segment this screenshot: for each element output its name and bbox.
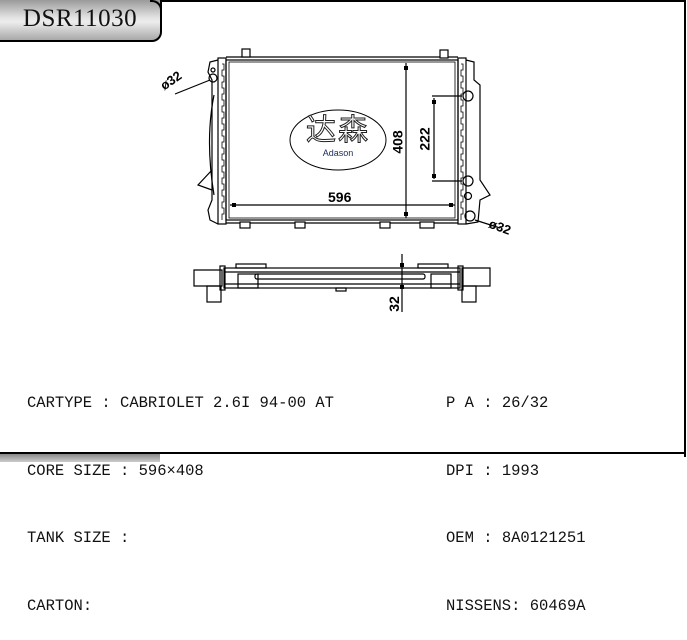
spec-label: CORE SIZE (27, 461, 111, 480)
spec-value: 60469A (529, 596, 586, 615)
spec-value: 1993 (501, 461, 540, 480)
spec-label: CARTON (27, 596, 83, 615)
spec-sep: : (92, 394, 121, 412)
spec-dpi: DPI : 1993 (446, 460, 586, 483)
spec-value: 8A0121251 (501, 529, 586, 547)
spec-label: TANK SIZE (27, 529, 111, 547)
spec-label: CARTYPE (27, 394, 93, 412)
logo: 达森 Adason (292, 113, 384, 158)
bottom-tab (0, 452, 160, 462)
dim-width: 596 (328, 189, 352, 205)
spec-oem: OEM : 8A0121251 (446, 527, 586, 550)
spec-sep: : (473, 394, 502, 412)
spec-sep: : (473, 461, 502, 480)
spec-sep: : (82, 596, 93, 615)
spec-sep: : (511, 596, 530, 615)
logo-chinese: 达森 (306, 113, 370, 148)
spec-value: 596×408 (138, 461, 204, 480)
spec-sep: : (110, 461, 139, 480)
spec-core-size: CORE SIZE : 596×408 (27, 460, 334, 483)
spec-label: OEM (446, 529, 474, 547)
spec-cartype: CARTYPE : CABRIOLET 2.6I 94-00 AT (27, 392, 334, 415)
spec-label: P A (446, 394, 474, 412)
spec-right: P A : 26/32 DPI : 1993 OEM : 8A0121251 N… (446, 347, 586, 640)
spec-tank-size: TANK SIZE : (27, 527, 334, 550)
spec-label: NISSENS (446, 596, 512, 615)
spec-value: 26/32 (501, 394, 549, 412)
radiator-front-view (174, 48, 501, 229)
spec-value: CABRIOLET 2.6I 94-00 AT (120, 394, 334, 412)
dim-thickness: 32 (385, 296, 402, 312)
spec-sep: : (110, 529, 130, 547)
spec-label: DPI (446, 461, 474, 480)
spec-left: CARTYPE : CABRIOLET 2.6I 94-00 AT CORE S… (27, 347, 334, 640)
spec-nissens: NISSENS: 60469A (446, 595, 586, 618)
spec-carton: CARTON: (27, 595, 334, 618)
part-number-tab: DSR11030 (0, 0, 162, 42)
logo-brand: Adason (322, 148, 354, 158)
page-frame (160, 0, 686, 457)
spec-pa: P A : 26/32 (446, 392, 586, 415)
part-number: DSR11030 (22, 5, 138, 32)
spec-sep: : (473, 529, 502, 547)
radiator-side-view (193, 254, 491, 312)
